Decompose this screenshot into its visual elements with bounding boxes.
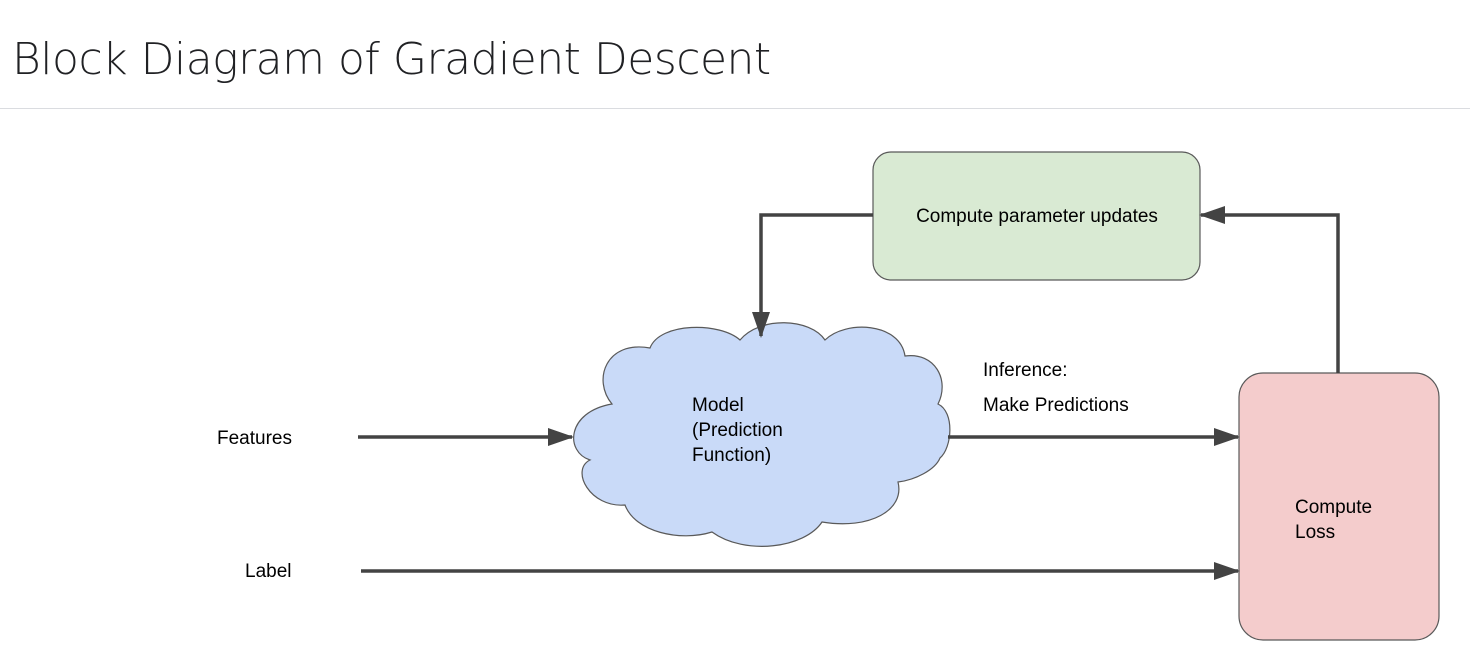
title-divider [0, 108, 1470, 109]
loss-label-line-1: Compute [1295, 497, 1372, 518]
loss-node: Compute Loss [1238, 372, 1440, 641]
model-label-line-2: (Prediction [692, 420, 783, 441]
model-label-line-1: Model [692, 395, 744, 416]
model-node: Model (Prediction Function) [573, 322, 951, 547]
model-cloud [573, 322, 951, 547]
page-title: Block Diagram of Gradient Descent [12, 34, 771, 85]
loss-to-updates-arrow [1199, 206, 1340, 373]
features-label: Features [217, 428, 292, 449]
parameter-updates-label: Compute parameter updates [916, 206, 1158, 227]
parameter-updates-node: Compute parameter updates [872, 151, 1201, 281]
label-input-label: Label [245, 561, 292, 582]
inference-label-line-1: Inference: [983, 360, 1068, 381]
loss-label-line-2: Loss [1295, 522, 1335, 543]
updates-to-model-arrow [752, 213, 873, 338]
model-label-line-3: Function) [692, 445, 771, 466]
inference-label-line-2: Make Predictions [983, 395, 1129, 416]
